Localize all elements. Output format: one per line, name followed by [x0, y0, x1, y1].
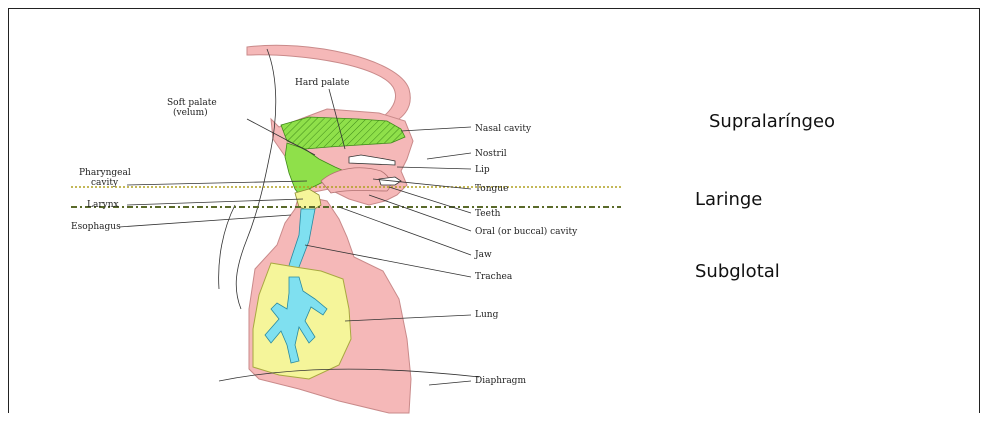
back-contour — [219, 205, 235, 289]
label-jaw: Jaw — [474, 250, 492, 260]
label-soft-palate: Soft palate — [167, 98, 217, 108]
label-teeth: Teeth — [475, 209, 501, 219]
label-nasal-cavity: Nasal cavity — [475, 124, 532, 134]
label-esophagus: Esophagus — [71, 222, 121, 232]
label-tongue: Tongue — [475, 184, 508, 194]
label-lung: Lung — [475, 310, 499, 320]
label-nostril: Nostril — [475, 149, 507, 159]
label-trachea: Trachea — [475, 272, 513, 282]
label-lip: Lip — [475, 165, 490, 175]
diagram-frame: Hard palate Soft palate (velum) Nasal ca… — [8, 8, 980, 413]
label-larynx: Larynx — [87, 200, 119, 210]
vocal-tract-diagram: Hard palate Soft palate (velum) Nasal ca… — [9, 9, 981, 414]
label-oral-cavity: Oral (or buccal) cavity — [475, 226, 578, 237]
zone-supralaryngeal: Supralaríngeo — [709, 111, 835, 132]
zone-subglottal: Subglotal — [695, 261, 780, 282]
label-pharyngeal: Pharyngeal — [79, 168, 131, 178]
label-diaphragm: Diaphragm — [475, 376, 526, 386]
label-soft-palate-velum: (velum) — [173, 107, 208, 118]
label-hard-palate: Hard palate — [295, 78, 349, 88]
zone-larynx: Laringe — [695, 189, 762, 210]
label-pharyngeal-cavity: cavity — [91, 178, 119, 188]
